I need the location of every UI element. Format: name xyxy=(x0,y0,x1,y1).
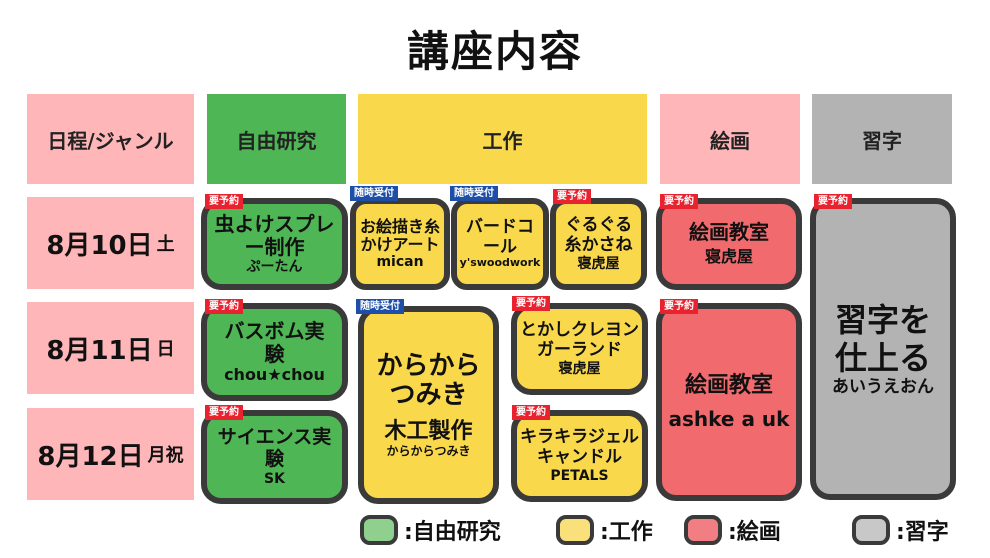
class-title: バスボム実験 xyxy=(224,318,325,366)
class-title: 習字を仕上る xyxy=(834,300,931,378)
reserve-badge: 要予約 xyxy=(660,194,698,209)
row-header-aug11: 8月11日日 xyxy=(27,302,194,394)
class-title-2: つみき xyxy=(389,380,468,411)
class-bug-spray[interactable]: 虫よけスプレー制作 ぷーたん xyxy=(201,198,348,290)
header-schedule: 日程/ジャンル xyxy=(27,94,194,184)
class-title: ぐるぐる糸かさね xyxy=(564,215,633,255)
class-title: バードコール xyxy=(466,217,534,257)
legend-label-painting: :絵画 xyxy=(728,520,781,545)
class-karakara[interactable]: からから つみき 木工製作 からからつみき xyxy=(358,306,499,504)
walkin-badge: 随時受付 xyxy=(356,299,404,314)
row-header-aug10: 8月10日土 xyxy=(27,197,194,289)
legend-label-free-research: :自由研究 xyxy=(404,520,501,545)
header-free-research: 自由研究 xyxy=(207,94,346,184)
class-birdcall[interactable]: バードコール y'swoodwork xyxy=(451,198,549,290)
class-host: mican xyxy=(376,254,424,271)
class-gel-candle[interactable]: キラキラジェルキャンドル PETALS xyxy=(511,410,648,502)
legend-label-craft: :工作 xyxy=(600,520,653,545)
header-painting-label: 絵画 xyxy=(710,128,750,153)
row-date-aug12: 8月12日 xyxy=(37,441,144,472)
row-date-aug11: 8月11日 xyxy=(46,335,153,366)
class-title: 絵画教室 xyxy=(684,372,773,398)
class-title: とかしクレヨンガーランド xyxy=(520,320,639,360)
walkin-badge: 随時受付 xyxy=(350,186,398,201)
class-painting-2[interactable]: 絵画教室 ashke a uk xyxy=(656,303,802,501)
row-dow-aug10: 土 xyxy=(156,234,175,255)
class-title-1: からから xyxy=(376,350,481,381)
header-free-research-label: 自由研究 xyxy=(236,128,317,153)
class-host: あいうえおん xyxy=(832,376,934,397)
legend-label-calligraphy: :習字 xyxy=(896,520,949,545)
class-painting-1[interactable]: 絵画教室 寝虎屋 xyxy=(656,198,802,290)
class-host: PETALS xyxy=(550,467,609,484)
class-host: y'swoodwork xyxy=(459,256,541,270)
class-guruguru[interactable]: ぐるぐる糸かさね 寝虎屋 xyxy=(550,198,647,290)
class-title: お絵描き糸かけアート xyxy=(360,216,441,254)
header-schedule-label: 日程/ジャンル xyxy=(47,128,174,153)
class-ehon-ito[interactable]: お絵描き糸かけアート mican xyxy=(350,198,450,290)
legend-calligraphy: :習字 xyxy=(852,514,949,546)
class-host: ぷーたん xyxy=(246,258,303,275)
row-dow-aug11: 日 xyxy=(156,339,175,360)
legend-free-research: :自由研究 xyxy=(360,514,501,546)
legend-swatch-free-research xyxy=(360,515,398,545)
class-title-3: 木工製作 xyxy=(384,419,473,445)
class-crayon-garland[interactable]: とかしクレヨンガーランド 寝虎屋 xyxy=(511,303,648,395)
class-host: 寝虎屋 xyxy=(577,255,620,272)
reserve-badge: 要予約 xyxy=(814,194,852,209)
reserve-badge: 要予約 xyxy=(512,296,550,311)
class-bathbomb[interactable]: バスボム実験 chou★chou xyxy=(201,303,348,401)
reserve-badge: 要予約 xyxy=(553,189,591,204)
class-host: 寝虎屋 xyxy=(558,360,601,377)
page-title: 講座内容 xyxy=(406,27,583,76)
reserve-badge: 要予約 xyxy=(660,299,698,314)
reserve-badge: 要予約 xyxy=(205,299,243,314)
class-science[interactable]: サイエンス実験 SK xyxy=(201,410,348,504)
legend-craft: :工作 xyxy=(556,514,653,546)
header-craft-label: 工作 xyxy=(482,128,523,153)
walkin-badge: 随時受付 xyxy=(450,186,498,201)
legend-swatch-calligraphy xyxy=(852,515,890,545)
reserve-badge: 要予約 xyxy=(205,405,243,420)
header-painting: 絵画 xyxy=(660,94,800,184)
row-header-aug12: 8月12日月祝 xyxy=(27,408,194,500)
class-title: キラキラジェルキャンドル xyxy=(520,427,639,467)
class-title: 虫よけスプレー制作 xyxy=(214,211,335,259)
legend-painting: :絵画 xyxy=(684,514,781,546)
row-date-aug10: 8月10日 xyxy=(46,230,153,261)
class-host: SK xyxy=(264,470,285,487)
row-dow-aug12: 月祝 xyxy=(147,445,184,466)
header-calligraphy: 習字 xyxy=(812,94,952,184)
class-host: ashke a uk xyxy=(668,407,790,432)
class-title: サイエンス実験 xyxy=(217,426,332,470)
reserve-badge: 要予約 xyxy=(205,194,243,209)
legend-swatch-craft xyxy=(556,515,594,545)
class-calligraphy[interactable]: 習字を仕上る あいうえおん xyxy=(810,198,956,500)
class-host: からからつみき xyxy=(386,443,471,458)
reserve-badge: 要予約 xyxy=(512,405,550,420)
header-craft: 工作 xyxy=(358,94,647,184)
class-title: 絵画教室 xyxy=(689,220,769,245)
class-host: chou★chou xyxy=(224,364,325,384)
class-host: 寝虎屋 xyxy=(704,247,753,267)
header-calligraphy-label: 習字 xyxy=(862,128,902,153)
legend-swatch-painting xyxy=(684,515,722,545)
